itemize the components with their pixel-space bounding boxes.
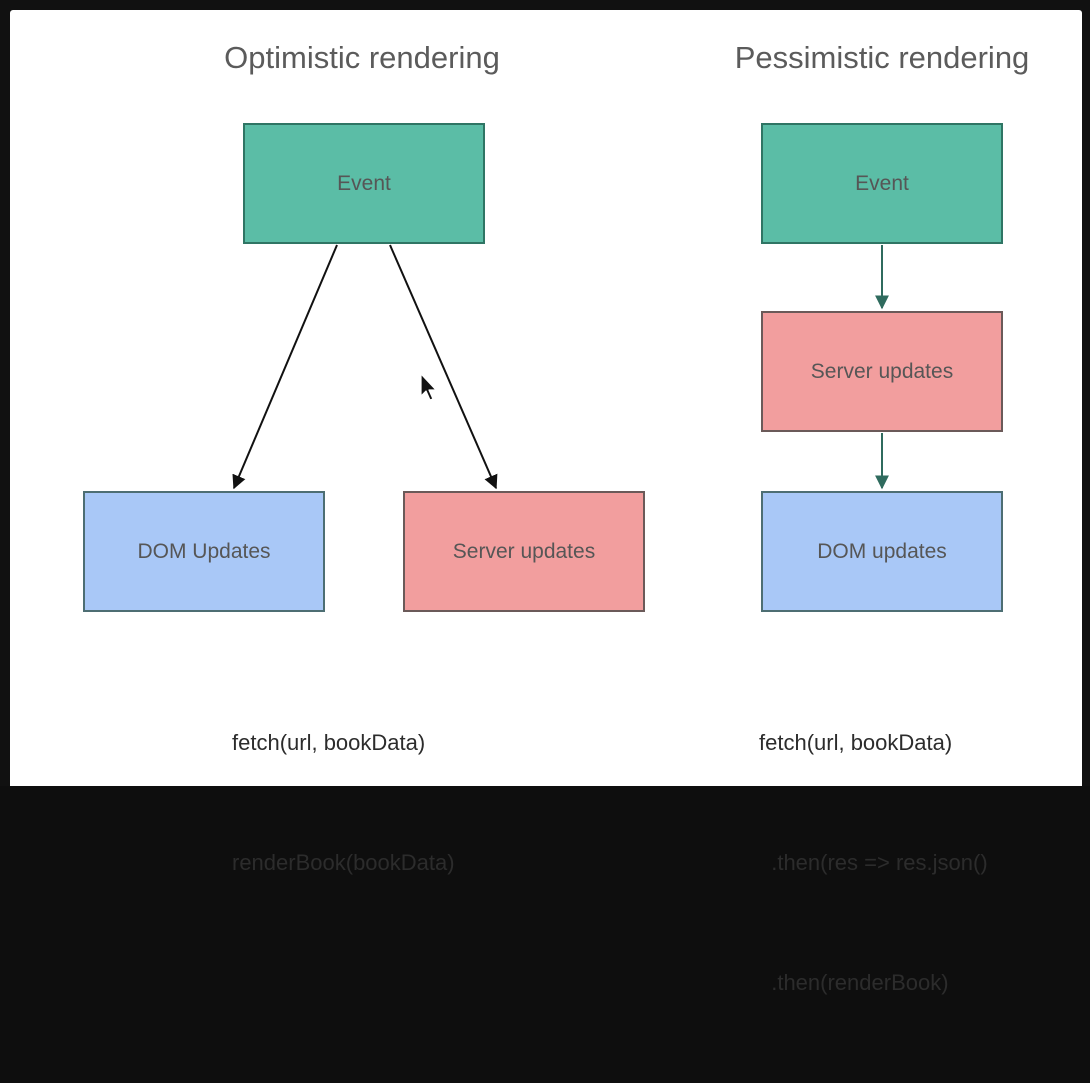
pessimistic-code-line: .then(res => res.json() [759,850,988,875]
optimistic-code-line: renderBook(bookData) [232,850,455,875]
optimistic-server-updates-box: Server updates [403,491,645,612]
optimistic-code: fetch(url, bookData) renderBook(bookData… [232,643,455,963]
optimistic-dom-updates-label: DOM Updates [137,539,271,563]
pessimistic-server-updates-box: Server updates [761,311,1003,432]
pessimistic-code: fetch(url, bookData) .then(res => res.js… [759,643,988,1083]
optimistic-code-line: fetch(url, bookData) [232,730,426,755]
screen-frame: Optimistic rendering Pessimistic renderi… [10,10,1082,995]
optimistic-event-box: Event [243,123,485,244]
pessimistic-event-box: Event [761,123,1003,244]
optimistic-dom-updates-box: DOM Updates [83,491,325,612]
pessimistic-dom-updates-box: DOM updates [761,491,1003,612]
pessimistic-title: Pessimistic rendering [734,40,1030,75]
optimistic-event-label: Event [337,171,391,195]
pessimistic-server-updates-label: Server updates [810,359,954,383]
pessimistic-event-label: Event [855,171,909,195]
pessimistic-code-line: .then(renderBook) [759,970,949,995]
optimistic-server-updates-label: Server updates [452,539,596,563]
pessimistic-code-line: fetch(url, bookData) [759,730,953,755]
pessimistic-dom-updates-label: DOM updates [817,539,947,563]
optimistic-title: Optimistic rendering [224,40,500,75]
